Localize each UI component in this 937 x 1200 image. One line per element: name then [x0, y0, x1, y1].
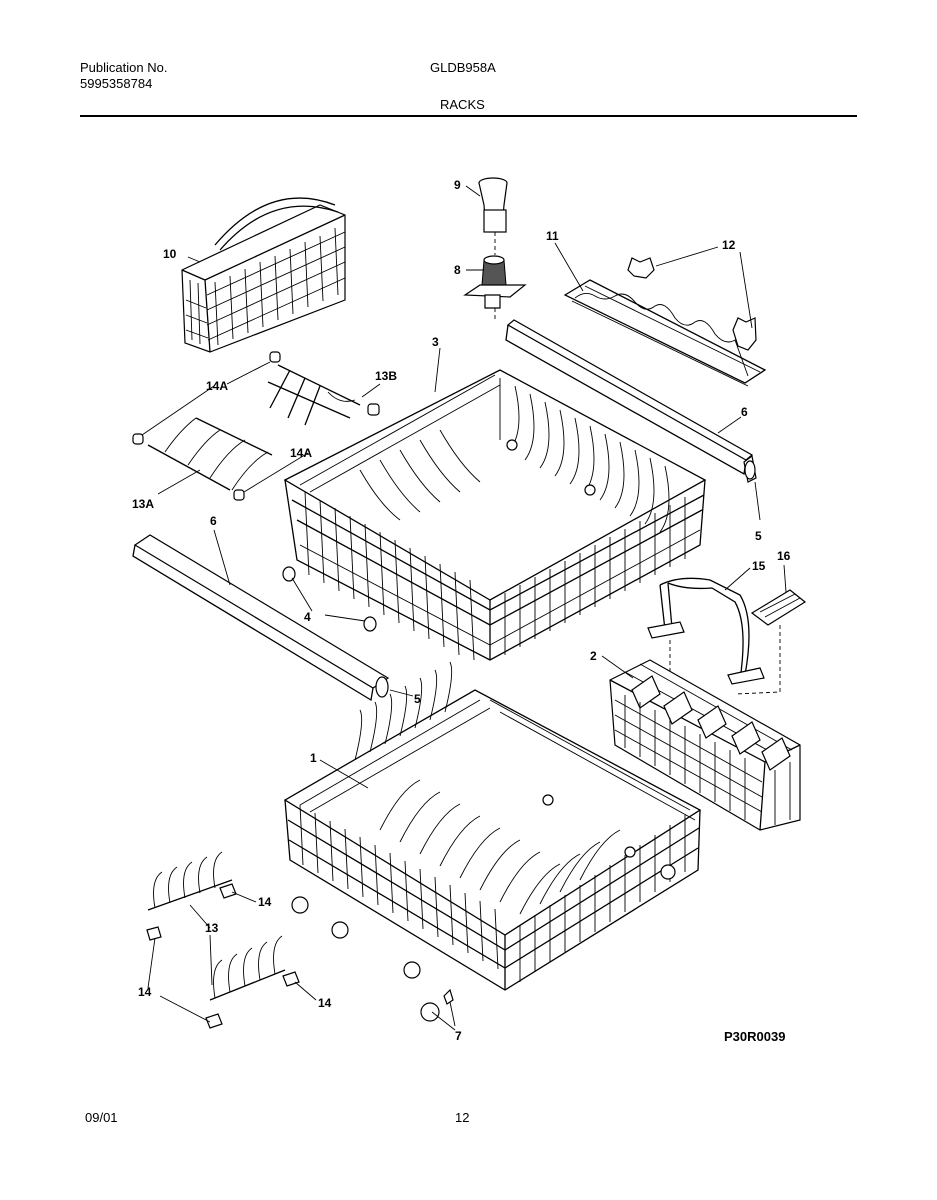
publication-label: Publication No.	[80, 60, 168, 75]
callout-14-upper: 14	[258, 895, 272, 909]
callout-13a: 13A	[132, 497, 154, 511]
upper-rack-wheel	[282, 566, 377, 632]
cup-shelf	[563, 279, 767, 387]
header-rule	[80, 115, 857, 117]
callout-11: 11	[546, 229, 559, 243]
rack-rail-lower	[132, 534, 390, 702]
callout-3: 3	[432, 335, 439, 349]
basket-assembly-line	[734, 625, 781, 695]
footer-date: 09/01	[85, 1110, 118, 1125]
shelf-clip	[233, 489, 245, 501]
callout-5-upper: 5	[755, 529, 762, 543]
callout-8: 8	[454, 263, 461, 277]
fold-down-tines	[147, 851, 286, 1001]
callout-5-lower: 5	[414, 692, 421, 706]
silverware-basket-large	[609, 659, 801, 831]
rack-rail-upper	[505, 319, 757, 483]
upper-dish-rack	[283, 369, 707, 661]
callout-10: 10	[163, 247, 177, 261]
callout-4: 4	[304, 610, 311, 624]
callout-14-left: 14	[138, 985, 152, 999]
upper-rack-shelf-13a	[147, 417, 273, 491]
wash-tube-connector	[463, 255, 527, 320]
callout-16: 16	[777, 549, 791, 563]
lower-rack-wheel	[291, 864, 676, 1022]
callout-13b: 13B	[375, 369, 397, 383]
cup-shelf-clip	[627, 257, 757, 351]
callout-9: 9	[454, 178, 461, 192]
callout-13: 13	[205, 921, 219, 935]
silverware-basket-small	[181, 197, 346, 353]
callout-14a-upper: 14A	[206, 379, 228, 393]
callout-14a-lower: 14A	[290, 446, 312, 460]
model-number: GLDB958A	[430, 60, 496, 75]
basket-cover	[750, 589, 807, 626]
wash-tube-nozzle	[478, 177, 508, 255]
rail-stop-upper	[744, 460, 756, 480]
callout-1: 1	[310, 751, 317, 765]
callout-6-lower: 6	[210, 514, 217, 528]
callout-6-upper: 6	[741, 405, 748, 419]
callout-15: 15	[752, 559, 766, 573]
callout-14-right: 14	[318, 996, 332, 1010]
callout-2: 2	[590, 649, 597, 663]
shelf-clip	[269, 351, 281, 363]
lower-dish-rack	[283, 661, 702, 991]
publication-number: 5995358784	[80, 76, 153, 91]
figure-code: P30R0039	[724, 1029, 785, 1044]
shelf-clip	[367, 403, 380, 416]
basket-handle	[647, 577, 765, 685]
callout-7: 7	[455, 1029, 462, 1043]
shelf-clip	[132, 433, 144, 445]
page-number: 12	[455, 1110, 470, 1125]
callout-leaders	[141, 185, 787, 1031]
callout-12: 12	[722, 238, 736, 252]
section-title: RACKS	[440, 97, 485, 112]
upper-rack-shelf-13b	[267, 364, 361, 426]
tine-clip	[146, 883, 300, 1029]
rail-stop-lower	[375, 676, 389, 698]
